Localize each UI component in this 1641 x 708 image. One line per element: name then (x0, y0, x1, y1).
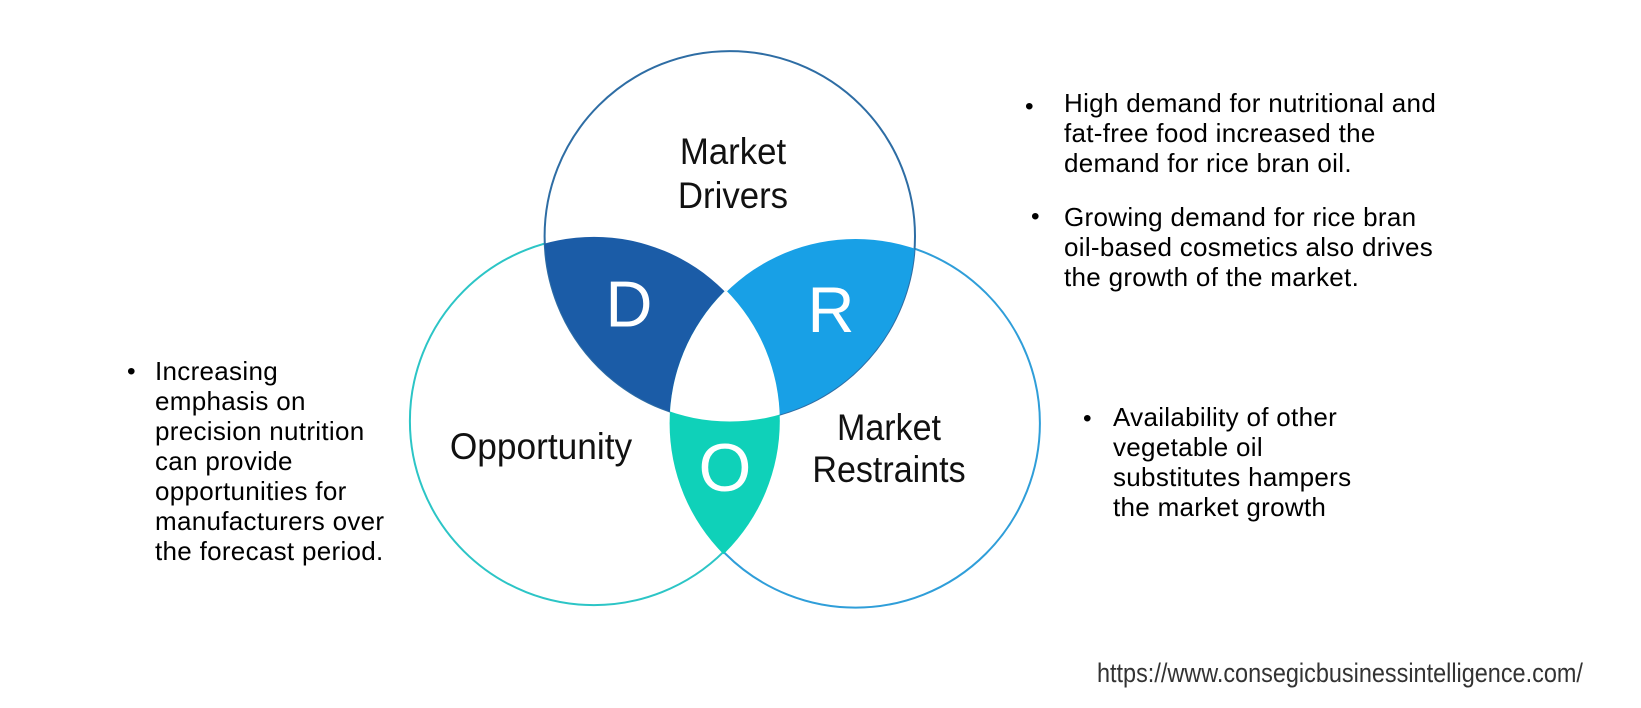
svg-text:R: R (808, 273, 855, 346)
svg-text:O: O (699, 430, 752, 506)
svg-text:D: D (606, 268, 653, 341)
